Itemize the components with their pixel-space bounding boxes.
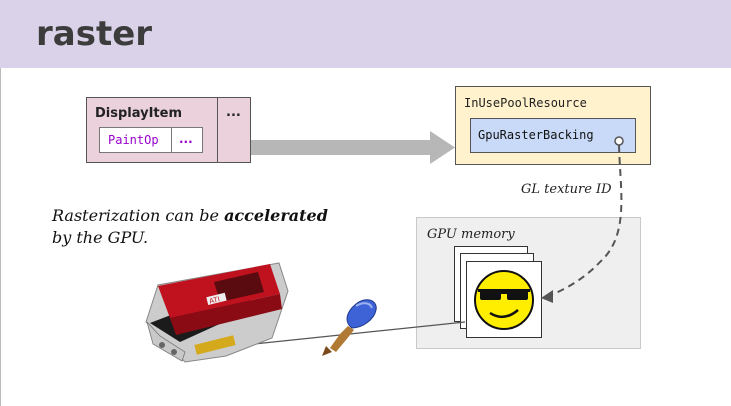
paint-brush-icon: [322, 299, 377, 356]
gpu-raster-backing-box: GpuRasterBacking: [470, 118, 636, 153]
title-bar: raster: [0, 0, 731, 68]
gpu-memory-label: GPU memory: [427, 227, 515, 242]
gpu-to-memory-line: [253, 321, 466, 345]
caption-emphasis: accelerated: [224, 206, 328, 225]
gl-texture-id-label: GL texture ID: [521, 182, 612, 197]
svg-text:ATI: ATI: [208, 295, 220, 305]
paint-op-label: PaintOp: [108, 133, 159, 147]
caption: Rasterization can be accelerated by the …: [52, 205, 328, 249]
caption-text: Rasterization can be: [52, 206, 225, 225]
slide-title: raster: [36, 14, 153, 54]
graphics-card-icon: ATI: [145, 262, 289, 363]
caption-line-2: by the GPU.: [52, 228, 149, 247]
raster-flow-arrow: [251, 131, 455, 164]
gpu-raster-backing-label: GpuRasterBacking: [478, 128, 594, 142]
slide-left-edge: [0, 68, 1, 406]
display-item-more-label: ...: [226, 105, 241, 120]
paint-op-more-box: ...: [171, 127, 203, 153]
display-item-more-box: ...: [217, 97, 251, 163]
in-use-pool-resource-label: InUsePoolResource: [464, 96, 587, 110]
cool-smiley-icon: [474, 270, 534, 330]
gl-texture-id-arrow: [541, 136, 624, 303]
paint-op-more-label: ...: [179, 132, 193, 146]
display-item-label: DisplayItem: [95, 106, 183, 121]
